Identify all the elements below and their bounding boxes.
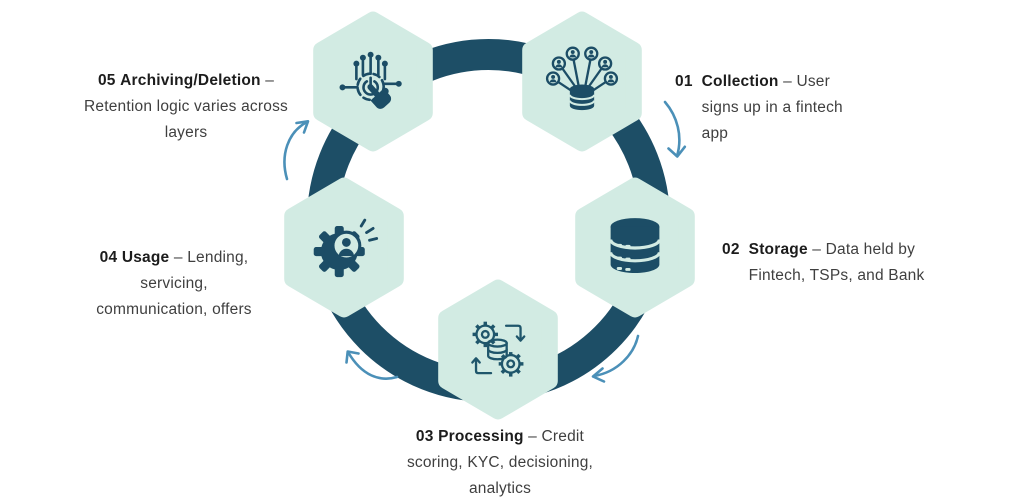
stage-description: Data held by Fintech, TSPs, and Bank: [748, 241, 925, 284]
arrow-storage-to-processing: [591, 334, 640, 383]
user-in-gear-icon: [313, 218, 379, 277]
hexagon-storage: [572, 177, 698, 318]
arrow-collection-to-storage: [663, 100, 687, 158]
stage-description: User signs up in a fintech app: [701, 73, 843, 142]
stage-description: Credit scoring, KYC, decisioning, analyt…: [406, 428, 594, 497]
stage-description: Retention logic varies across layers: [84, 98, 288, 141]
arrow-usage-to-archiving: [283, 120, 310, 181]
stage-number: 01: [675, 73, 693, 90]
users-to-database-icon: [545, 46, 619, 110]
hexagon-processing: [435, 279, 561, 420]
stage-title: Processing: [438, 428, 524, 445]
stage-archiving-label: 05 Archiving/Deletion– Retention logic v…: [80, 68, 292, 146]
stage-title: Storage: [748, 241, 808, 258]
stage-collection-label: 01 Collection– User signs up in a fintec…: [675, 69, 868, 147]
stage-number: 03: [415, 428, 434, 445]
stage-number: 04: [99, 249, 118, 266]
hexagon-shape: [522, 11, 642, 152]
stage-number: 02: [722, 241, 740, 258]
touch-circuit-icon: [339, 51, 402, 109]
database-icon: [609, 217, 661, 273]
dash-separator: –: [528, 428, 537, 445]
dash-separator: –: [783, 73, 792, 90]
stage-description: Lending, servicing, communication, offer…: [96, 249, 252, 318]
hexagon-usage: [281, 177, 407, 318]
stage-title: Usage: [121, 249, 170, 266]
stage-processing-label: 03 Processing– Credit scoring, KYC, deci…: [402, 424, 598, 502]
dash-separator: –: [265, 72, 275, 89]
hexagon-archiving: [310, 11, 436, 152]
dash-separator: –: [173, 249, 183, 266]
stage-number: 05: [97, 72, 116, 89]
stage-storage-label: 02 Storage– Data held by Fintech, TSPs, …: [722, 237, 929, 289]
hexagon-collection: [519, 11, 645, 152]
arrow-processing-to-usage: [345, 350, 399, 380]
gears-database-sync-icon: [471, 321, 526, 377]
stage-title: Archiving/Deletion: [120, 72, 261, 89]
stage-usage-label: 04 Usage– Lending, servicing, communicat…: [86, 245, 262, 323]
stage-title: Collection: [701, 73, 779, 90]
hexagon-shape: [313, 11, 433, 152]
hexagon-shape: [438, 279, 558, 420]
dash-separator: –: [812, 241, 822, 258]
